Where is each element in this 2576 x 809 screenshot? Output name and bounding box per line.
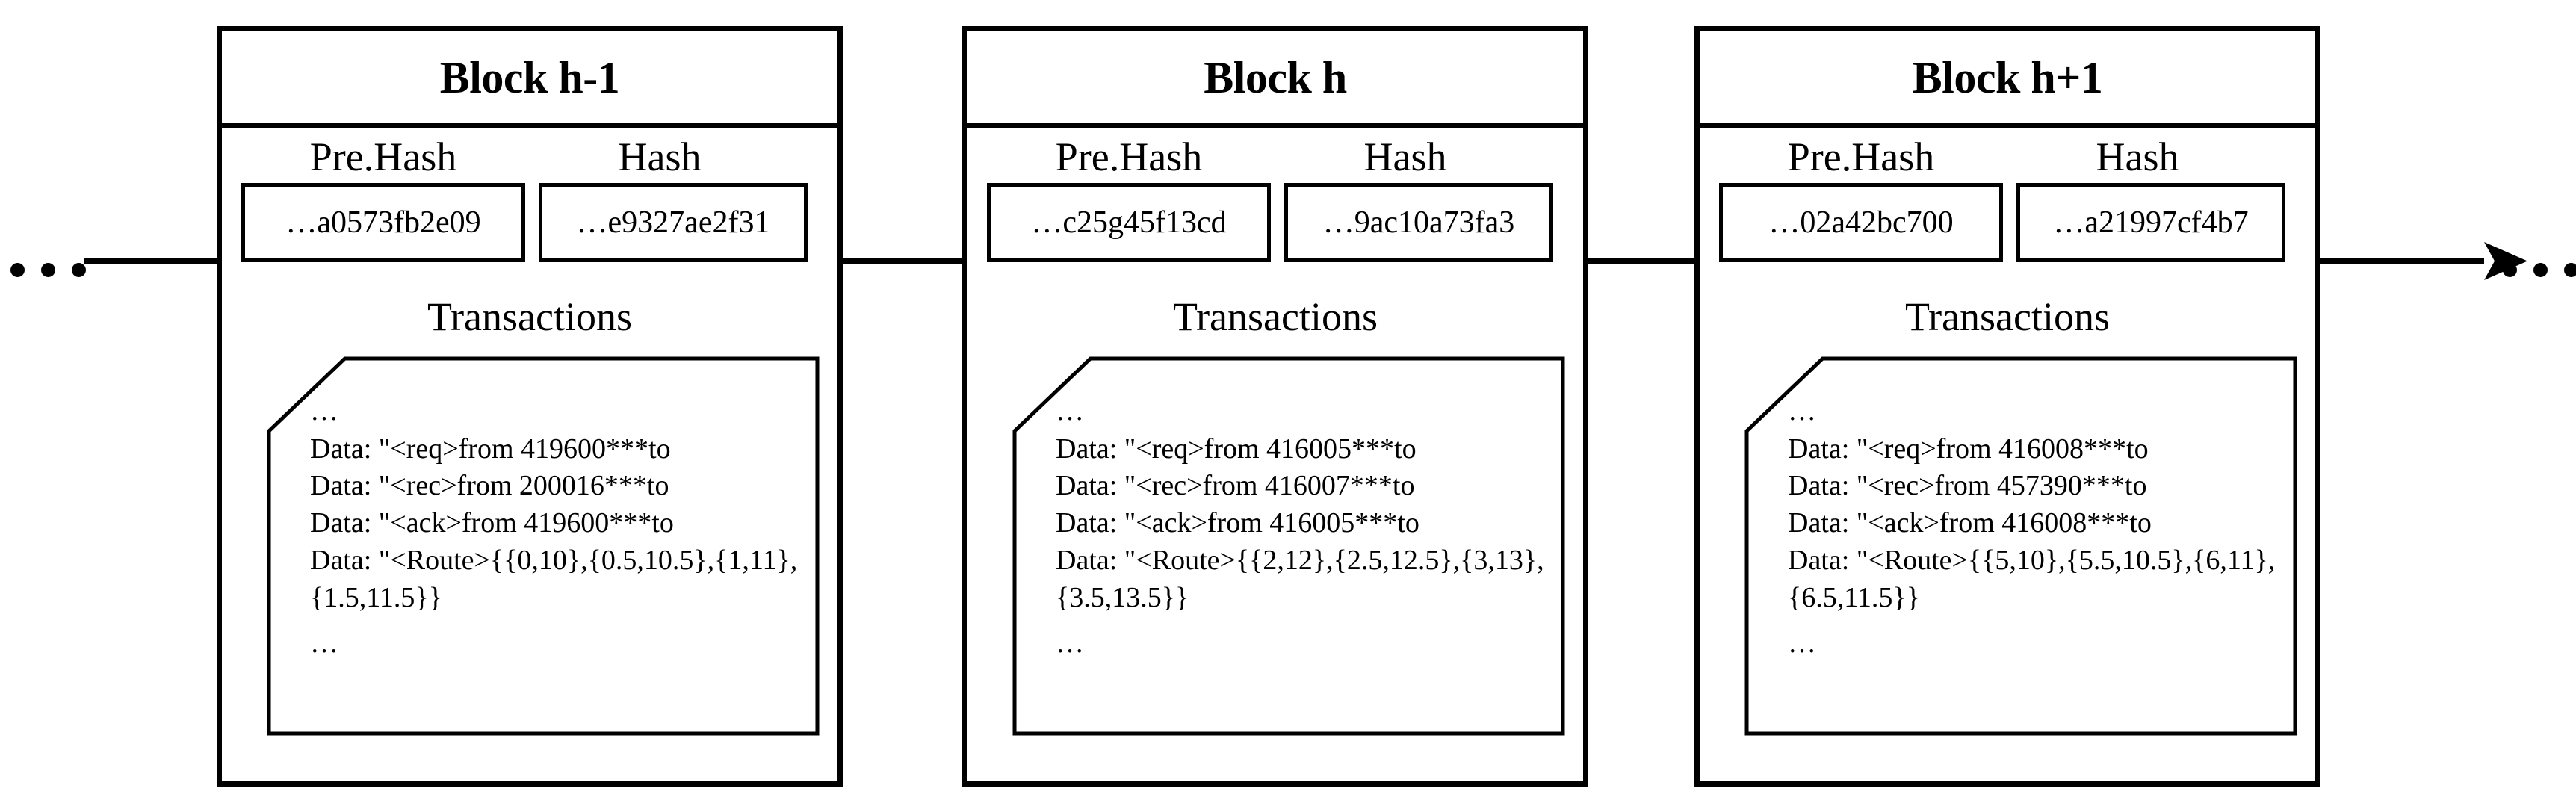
hash-value: …a21997cf4b7 xyxy=(2053,205,2249,240)
block-title-bar: Block h xyxy=(967,31,1583,128)
block-title-text: Block h-1 xyxy=(439,52,620,102)
hash-box: …a21997cf4b7 xyxy=(2016,182,2285,262)
transactions-text: … Data: "<req>from 416005***to Data: "<r… xyxy=(1012,356,1565,657)
chain-arrow-2-shaft xyxy=(1560,258,1747,264)
block-h-plus-1: Block h+1 Pre.Hash Hash …02a42bc700 …a21… xyxy=(1694,26,2320,787)
tx-line-req: Data: "<req>from 419600***to xyxy=(310,433,671,465)
pre-hash-box: …c25g45f13cd xyxy=(987,182,1271,262)
trailing-ellipsis xyxy=(2503,263,2576,277)
transactions-text: … Data: "<req>from 419600***to Data: "<r… xyxy=(267,356,820,657)
pre-hash-value: …c25g45f13cd xyxy=(1031,205,1227,240)
ellipsis-dot xyxy=(2564,263,2576,277)
block-h-minus-1: Block h-1 Pre.Hash Hash …a0573fb2e09 …e9… xyxy=(217,26,843,787)
tx-line-route: Data: "<Route>{{0,10},{0.5,10.5},{1,11},… xyxy=(310,544,798,613)
block-body: Pre.Hash Hash …02a42bc700 …a21997cf4b7 T… xyxy=(1700,128,2315,781)
tx-line-rec: Data: "<rec>from 457390***to xyxy=(1788,470,2147,502)
hash-label-row: Pre.Hash Hash xyxy=(222,128,837,179)
tx-line-rec: Data: "<rec>from 416007***to xyxy=(1056,470,1415,502)
tx-line-ellipsis-bottom: … xyxy=(1788,627,1818,659)
hash-value: …e9327ae2f31 xyxy=(576,205,770,240)
hash-label-row: Pre.Hash Hash xyxy=(967,128,1583,179)
transactions-heading: Transactions xyxy=(1904,294,2110,339)
transactions-document: … Data: "<req>from 416008***to Data: "<r… xyxy=(1744,356,2297,736)
tx-line-ellipsis-top: … xyxy=(310,394,340,427)
pre-hash-value: …02a42bc700 xyxy=(1768,205,1954,240)
tx-line-rec: Data: "<rec>from 200016***to xyxy=(310,470,669,502)
leading-ellipsis xyxy=(10,263,86,277)
hash-label-row: Pre.Hash Hash xyxy=(1700,128,2315,179)
ellipsis-dot xyxy=(41,263,55,277)
tx-line-ellipsis-top: … xyxy=(1788,394,1818,427)
pre-hash-box: …a0573fb2e09 xyxy=(241,182,525,262)
chain-arrow-1-shaft xyxy=(814,258,1001,264)
ellipsis-dot xyxy=(2503,263,2517,277)
block-title-bar: Block h+1 xyxy=(1700,31,2315,128)
tx-line-ellipsis-top: … xyxy=(1056,394,1086,427)
document-shape-icon xyxy=(1744,356,2297,736)
pre-hash-label: Pre.Hash xyxy=(1055,134,1203,179)
ellipsis-dot xyxy=(72,263,86,277)
tx-line-ack: Data: "<ack>from 419600***to xyxy=(310,507,674,539)
tx-line-ack: Data: "<ack>from 416008***to xyxy=(1788,507,2152,539)
transactions-heading: Transactions xyxy=(1172,294,1378,339)
hash-label: Hash xyxy=(2096,134,2179,179)
tx-line-route: Data: "<Route>{{5,10},{5.5,10.5},{6,11},… xyxy=(1788,544,2276,613)
document-shape-icon xyxy=(1012,356,1565,736)
tx-line-ellipsis-bottom: … xyxy=(1056,627,1086,659)
hash-value-row: …c25g45f13cd …9ac10a73fa3 xyxy=(967,179,1583,262)
tx-line-ellipsis-bottom: … xyxy=(310,627,340,659)
hash-box: …e9327ae2f31 xyxy=(539,182,808,262)
hash-value-row: …a0573fb2e09 …e9327ae2f31 xyxy=(222,179,837,262)
block-body: Pre.Hash Hash …c25g45f13cd …9ac10a73fa3 … xyxy=(967,128,1583,781)
transactions-heading: Transactions xyxy=(427,294,632,339)
chain-arrow-in-shaft xyxy=(84,258,263,264)
transactions-text: … Data: "<req>from 416008***to Data: "<r… xyxy=(1744,356,2297,657)
hash-label: Hash xyxy=(1363,134,1447,179)
tx-line-req: Data: "<req>from 416008***to xyxy=(1788,433,2149,465)
hash-value-row: …02a42bc700 …a21997cf4b7 xyxy=(1700,179,2315,262)
block-body: Pre.Hash Hash …a0573fb2e09 …e9327ae2f31 … xyxy=(222,128,837,781)
ellipsis-dot xyxy=(10,263,25,277)
tx-line-ack: Data: "<ack>from 416005***to xyxy=(1056,507,1419,539)
transactions-document: … Data: "<req>from 416005***to Data: "<r… xyxy=(1012,356,1565,736)
hash-value: …9ac10a73fa3 xyxy=(1322,205,1515,240)
ellipsis-dot xyxy=(2533,263,2548,277)
block-title-text: Block h+1 xyxy=(1912,52,2103,102)
tx-line-req: Data: "<req>from 416005***to xyxy=(1056,433,1417,465)
hash-label: Hash xyxy=(618,134,702,179)
pre-hash-label: Pre.Hash xyxy=(309,134,457,179)
tx-line-route: Data: "<Route>{{2,12},{2.5,12.5},{3,13},… xyxy=(1056,544,1544,613)
hash-box: …9ac10a73fa3 xyxy=(1284,182,1553,262)
pre-hash-label: Pre.Hash xyxy=(1787,134,1935,179)
block-title-bar: Block h-1 xyxy=(222,31,837,128)
document-shape-icon xyxy=(267,356,820,736)
chain-arrow-out-shaft xyxy=(2305,258,2484,264)
pre-hash-value: …a0573fb2e09 xyxy=(285,205,481,240)
block-title-text: Block h xyxy=(1204,52,1347,102)
pre-hash-box: …02a42bc700 xyxy=(1719,182,2003,262)
block-h: Block h Pre.Hash Hash …c25g45f13cd …9ac1… xyxy=(962,26,1588,787)
transactions-document: … Data: "<req>from 419600***to Data: "<r… xyxy=(267,356,820,736)
